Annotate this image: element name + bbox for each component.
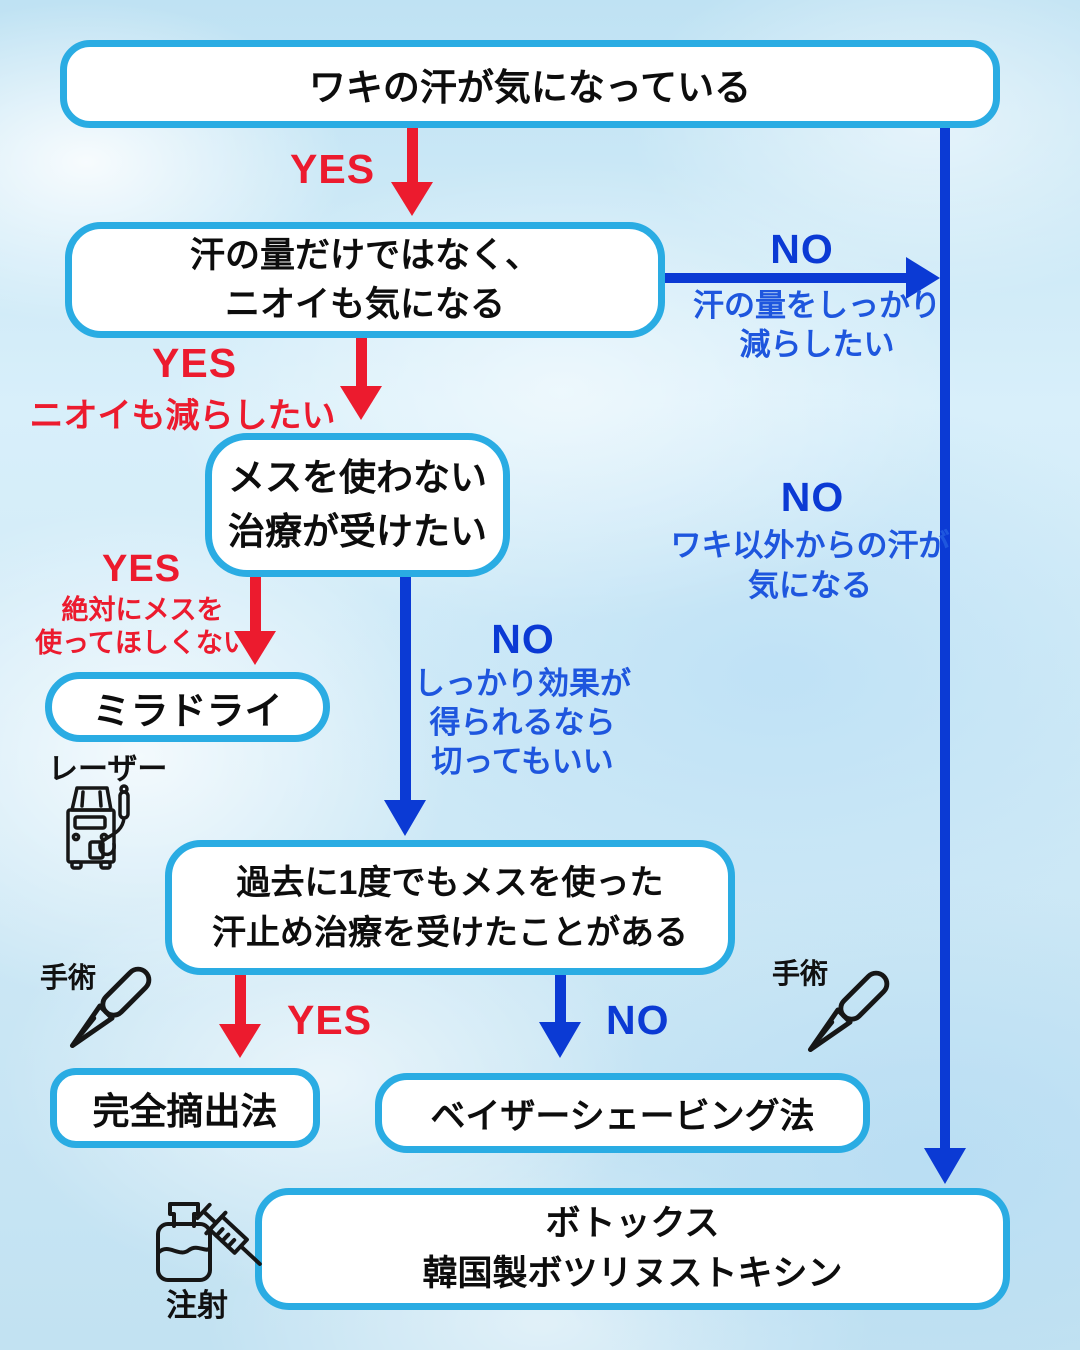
node-q1-text: ワキの汗が気になっている [308, 67, 752, 108]
no1-label: NO [770, 226, 834, 272]
node-result-botox: ボトックス 韓国製ボツリヌストキシン [255, 1188, 1010, 1310]
yes4-label: YES [287, 997, 373, 1043]
no1-note-line1: 汗の量をしっかり [693, 288, 941, 323]
no3-note-line1: ワキ以外からの汗が [670, 528, 950, 563]
no3-note: ワキ以外からの汗が 気になる [655, 526, 965, 606]
node-q3-line2: 治療が受けたい [228, 511, 487, 552]
node-q3-line1: メスを使わない [228, 457, 487, 498]
no3-note-line2: 気になる [748, 568, 872, 603]
surgery-right-category-label: 手術 [772, 958, 829, 989]
node-q3-no-scalpel: メスを使わない 治療が受けたい [205, 433, 510, 577]
no1-arrowhead-icon [906, 257, 940, 299]
no4-connector-line [555, 975, 566, 1028]
no2-note-line1: しっかり効果が [414, 666, 631, 701]
node-result-vaser-shaving: ベイザーシェービング法 [375, 1073, 870, 1153]
yes1-connector-line [407, 128, 418, 186]
yes2-label: YES [152, 340, 238, 386]
scalpel-icon [788, 962, 900, 1070]
node-vaser-shaving-text: ベイザーシェービング法 [430, 1096, 815, 1136]
no2-connector-line [400, 577, 411, 805]
laser-machine-icon [52, 780, 142, 874]
yes3-note-line2: 使ってほしくない [35, 628, 250, 658]
yes4-arrowhead-icon [219, 1024, 261, 1058]
node-q2-smell-too: 汗の量だけではなく、 ニオイも気になる [65, 222, 665, 338]
surgery-left-category-label: 手術 [40, 962, 97, 993]
syringe-vial-icon [150, 1180, 270, 1286]
node-botox-line1: ボトックス [545, 1204, 720, 1243]
yes2-arrowhead-icon [340, 386, 382, 420]
no1-note: 汗の量をしっかり 減らしたい [662, 286, 972, 364]
yes3-label: YES [102, 548, 182, 590]
yes2-note: ニオイも減らしたい [29, 397, 336, 435]
yes2-connector-line [356, 338, 367, 390]
node-result-miradry: ミラドライ [45, 672, 330, 742]
node-result-complete-excision: 完全摘出法 [50, 1068, 320, 1148]
node-q1-armpit-sweat: ワキの汗が気になっている [60, 40, 1000, 128]
laser-category-label: レーザー [48, 753, 168, 786]
yes3-connector-line [250, 577, 261, 635]
no1-connector-line [665, 273, 913, 283]
yes3-note: 絶対にメスを 使ってほしくない [20, 594, 265, 660]
node-botox-line2: 韓国製ボツリヌストキシン [422, 1254, 843, 1293]
node-q4-past-scalpel-treatment: 過去に1度でもメスを使った 汗止め治療を受けたことがある [165, 840, 735, 975]
no2-note: しっかり効果が 得られるなら 切ってもいい [390, 664, 655, 781]
node-q4-line1: 過去に1度でもメスを使った [236, 863, 664, 902]
yes3-note-line1: 絶対にメスを [61, 595, 224, 625]
no2-note-line3: 切ってもいい [431, 744, 614, 779]
no2-note-line2: 得られるなら [429, 705, 616, 740]
yes3-arrowhead-icon [234, 631, 276, 665]
yes1-label: YES [290, 146, 376, 192]
node-q2-line2: ニオイも気になる [224, 285, 505, 324]
no1-note-line2: 減らしたい [739, 327, 895, 362]
no2-label: NO [491, 616, 555, 662]
injection-category-label: 注射 [166, 1288, 228, 1323]
node-miradry-text: ミラドライ [92, 690, 283, 733]
no-main-connector-line [940, 127, 950, 1153]
node-q4-line2: 汗止め治療を受けたことがある [212, 913, 688, 952]
yes1-arrowhead-icon [391, 182, 433, 216]
no3-label: NO [780, 474, 845, 520]
scalpel-icon [50, 958, 162, 1066]
no2-arrowhead-icon [384, 800, 426, 836]
node-complete-excision-text: 完全摘出法 [92, 1091, 278, 1132]
no-main-arrowhead-icon [924, 1148, 966, 1184]
node-q2-line1: 汗の量だけではなく、 [189, 236, 540, 275]
no4-label: NO [606, 997, 670, 1043]
no4-arrowhead-icon [539, 1022, 581, 1058]
yes4-connector-line [235, 975, 246, 1028]
